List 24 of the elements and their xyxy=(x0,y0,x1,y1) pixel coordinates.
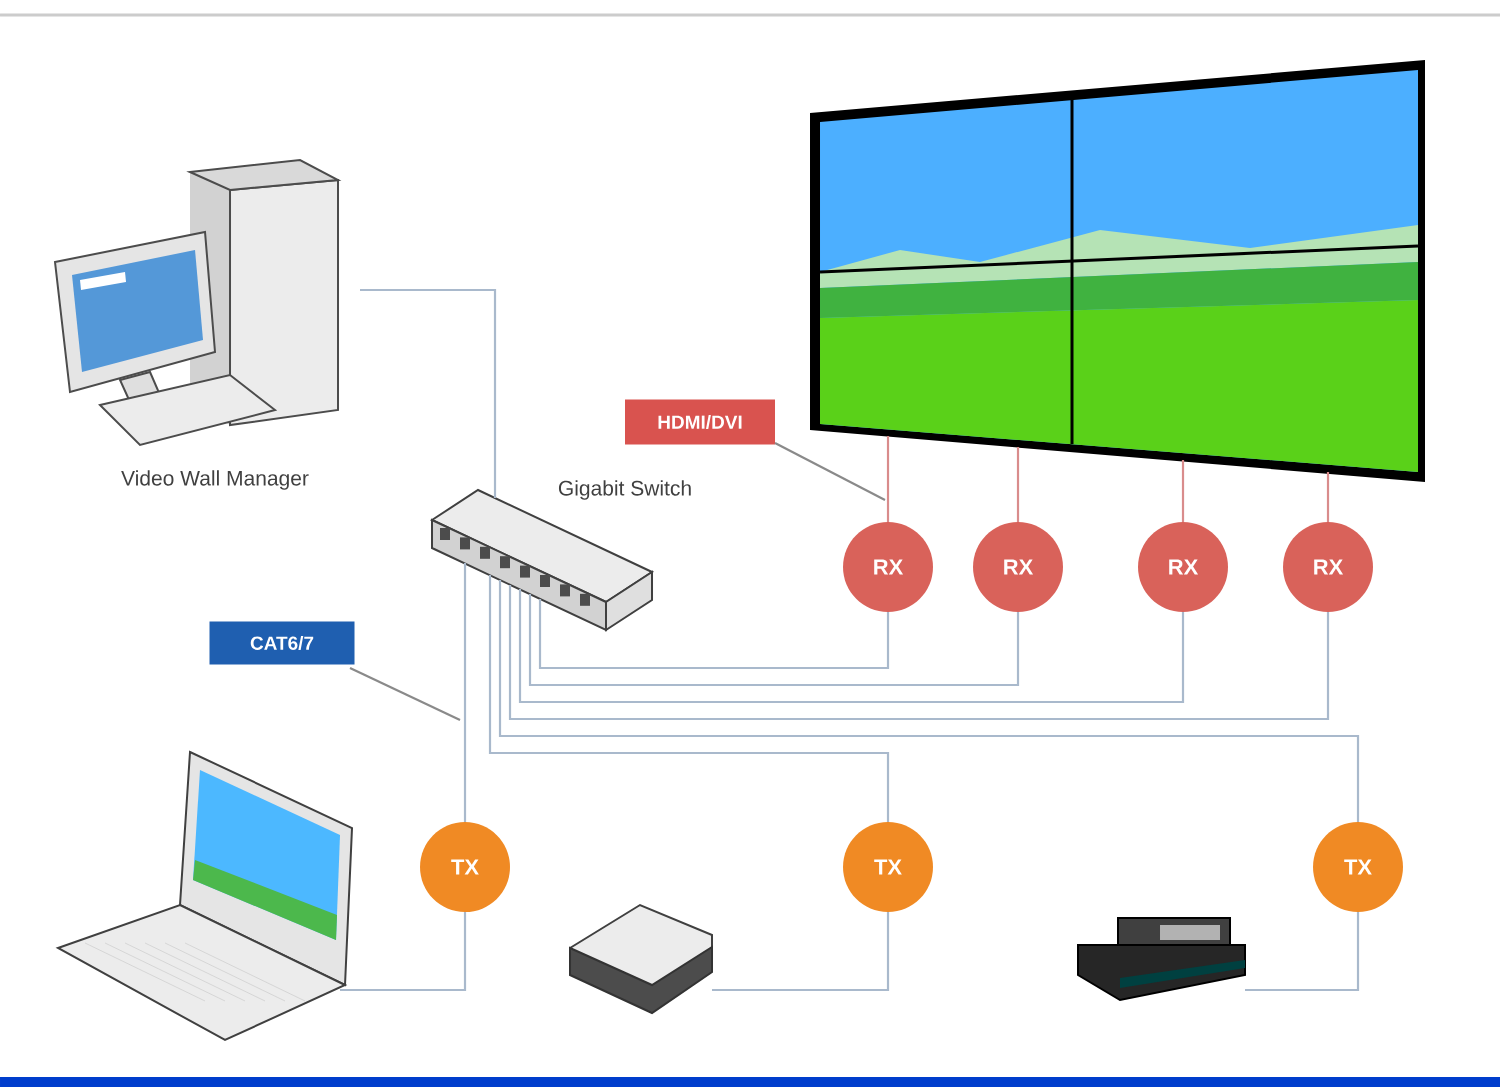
cable xyxy=(712,912,890,992)
cable xyxy=(508,585,1330,721)
cable xyxy=(463,563,467,822)
cable-tag: CAT6/7 xyxy=(209,621,355,665)
cable xyxy=(340,912,467,992)
cable xyxy=(886,436,890,522)
disc-player-drawing xyxy=(569,903,713,1015)
device-label: Video Wall Manager xyxy=(121,470,309,490)
cable xyxy=(488,575,890,822)
cable xyxy=(1326,472,1330,522)
leader-line xyxy=(774,442,886,501)
cable xyxy=(1245,912,1360,992)
cable xyxy=(538,599,890,670)
video-wall-drawing xyxy=(810,60,1425,482)
cable xyxy=(1016,447,1020,522)
cable xyxy=(518,589,1185,704)
cable xyxy=(528,594,1020,687)
cable xyxy=(1181,460,1185,522)
set-top-box-drawing xyxy=(1077,917,1246,1002)
cable xyxy=(360,288,497,498)
cable xyxy=(498,580,1360,822)
leader-line xyxy=(349,667,461,721)
device-label: Gigabit Switch xyxy=(558,480,691,500)
cable-tag: HDMI/DVI xyxy=(625,399,775,445)
